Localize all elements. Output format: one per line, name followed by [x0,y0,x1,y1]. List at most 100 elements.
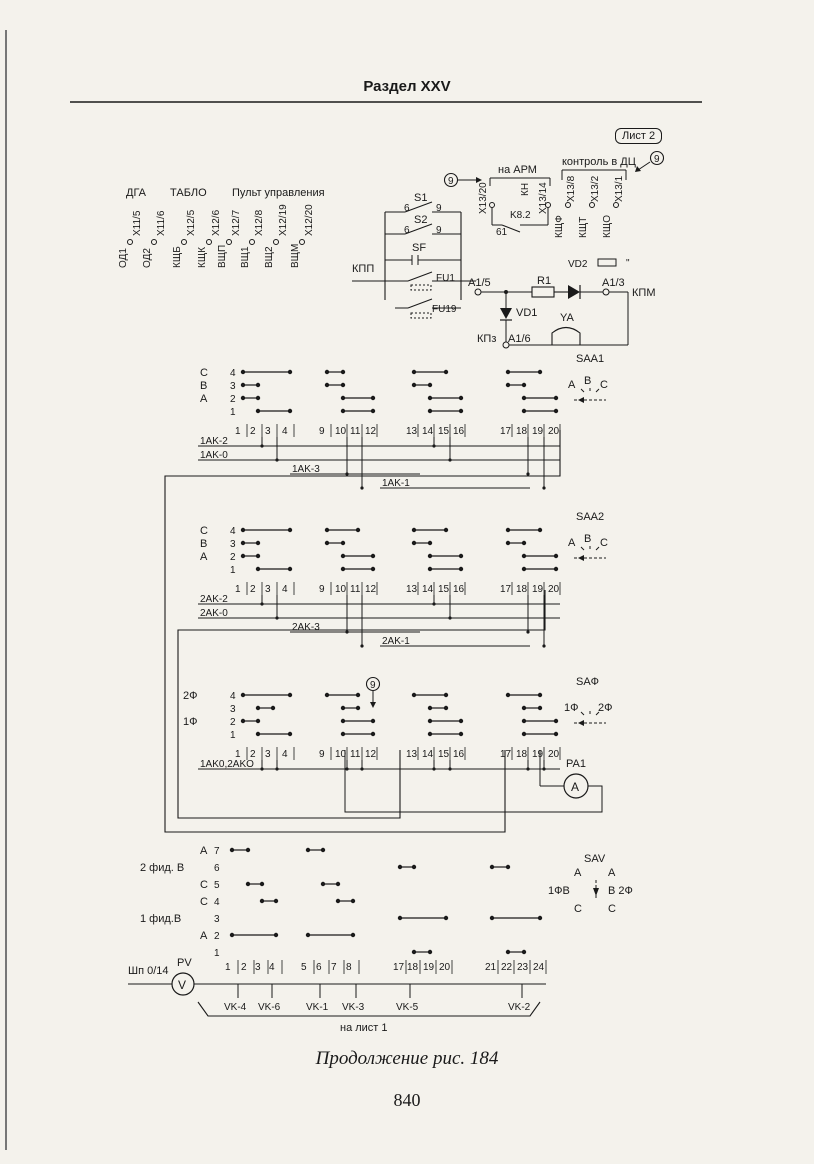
terminal-id: X12/7 [231,209,242,236]
contact-number: 2 [250,584,256,595]
contact-number: 18 [407,962,419,973]
contact-dot [521,408,527,414]
contact-dot [259,898,265,904]
contact-number: 2 [250,749,256,760]
contact-dot [305,847,311,853]
contact-number: 11 [350,426,361,437]
contact-number: 20 [548,584,560,595]
contact-dot [335,898,341,904]
diode-vd1 [500,308,512,319]
svg-text:C: C [608,903,616,915]
contact-dot [521,731,527,737]
vk-label: VK-2 [508,1002,531,1013]
vk-label: VK-3 [342,1002,365,1013]
contact-dot [273,898,279,904]
contact-number: 14 [422,426,434,437]
contact-dot [370,395,376,401]
label-a1-5: A1/5 [468,277,491,289]
contact-number: 15 [438,584,450,595]
terminal-node [181,239,187,245]
contact-dot [355,527,361,533]
contact-dot [270,705,276,711]
bus-label: 2AK-2 [200,594,228,605]
label-vd2-quote: " [626,258,630,269]
bell-ya [551,326,581,346]
contact-dot [411,864,417,870]
contact-number: 17 [500,584,512,595]
row-number-label: 3 [230,539,236,550]
row-phase-label: 1Ф [183,716,197,728]
terminal-node [226,239,232,245]
sav-row-label: C [200,879,208,891]
contact-number: 9 [319,749,325,760]
reference-marker-2 [649,150,665,166]
terminal-id: X12/19 [278,204,289,236]
dc-terminal-label: КЩФ [554,215,565,238]
contact-dot [340,731,346,737]
terminal-node [151,239,157,245]
contact-dot [340,718,346,724]
contact-dot [370,553,376,559]
contact-dot [240,369,246,375]
row-phase-label: B [200,538,207,550]
reference-marker-3 [365,676,381,692]
sheet-badge: Лист 2 [615,128,663,144]
contact-dot [427,408,433,414]
dc-terminal-label: X13/2 [590,175,601,202]
label-pv: PV [177,957,192,969]
dc-terminal-label: КЩО [602,215,613,238]
contact-dot [324,692,330,698]
svg-text:1ФB: 1ФB [548,885,570,897]
contact-number: 18 [516,584,528,595]
contact-dot [324,527,330,533]
contact-number: 24 [533,962,545,973]
bus-label: 1AK-2 [200,436,228,447]
terminal-name: ВЩ2 [264,246,275,268]
dial-arrow [578,555,584,561]
contact-dot [411,949,417,955]
contact-dot [411,540,417,546]
contact-dot [411,692,417,698]
contact-number: 20 [439,962,451,973]
label-sf: SF [412,242,426,254]
contact-number: 16 [453,749,465,760]
contact-number: 22 [501,962,513,973]
contact-dot [340,395,346,401]
contact-dot [458,566,464,572]
contact-number: 16 [453,426,465,437]
row-phase-label: A [200,551,208,563]
terminal-name: ВЩП [217,245,228,268]
contact-dot [255,408,261,414]
contact-dot [370,408,376,414]
arm-terminal-label: X13/14 [538,182,549,214]
contact-dot [443,369,449,375]
contact-dot [255,553,261,559]
contact-number: 15 [438,749,450,760]
row-number-label: 3 [230,381,236,392]
contact-dot [287,408,293,414]
contact-dot [489,864,495,870]
reference-marker-2-label: 9 [654,154,660,165]
contact-dot [458,408,464,414]
contact-dot [427,382,433,388]
contact-dot [553,718,559,724]
contact-dot [537,527,543,533]
contact-number: 9 [319,426,325,437]
terminal-node [127,239,133,245]
bus-label: 1AK-3 [292,464,320,475]
terminal-id: X11/5 [132,210,143,236]
contact-dot [427,705,433,711]
contact-number: 18 [516,749,528,760]
terminal-id: X12/20 [304,204,315,236]
contact-dot [553,731,559,737]
label-a1-3: A1/3 [602,277,625,289]
contact-number: 17 [500,426,512,437]
contact-dot [537,705,543,711]
contact-dot [411,382,417,388]
arm-terminal-label: X13/20 [478,182,489,214]
dial-arrow [578,397,584,403]
